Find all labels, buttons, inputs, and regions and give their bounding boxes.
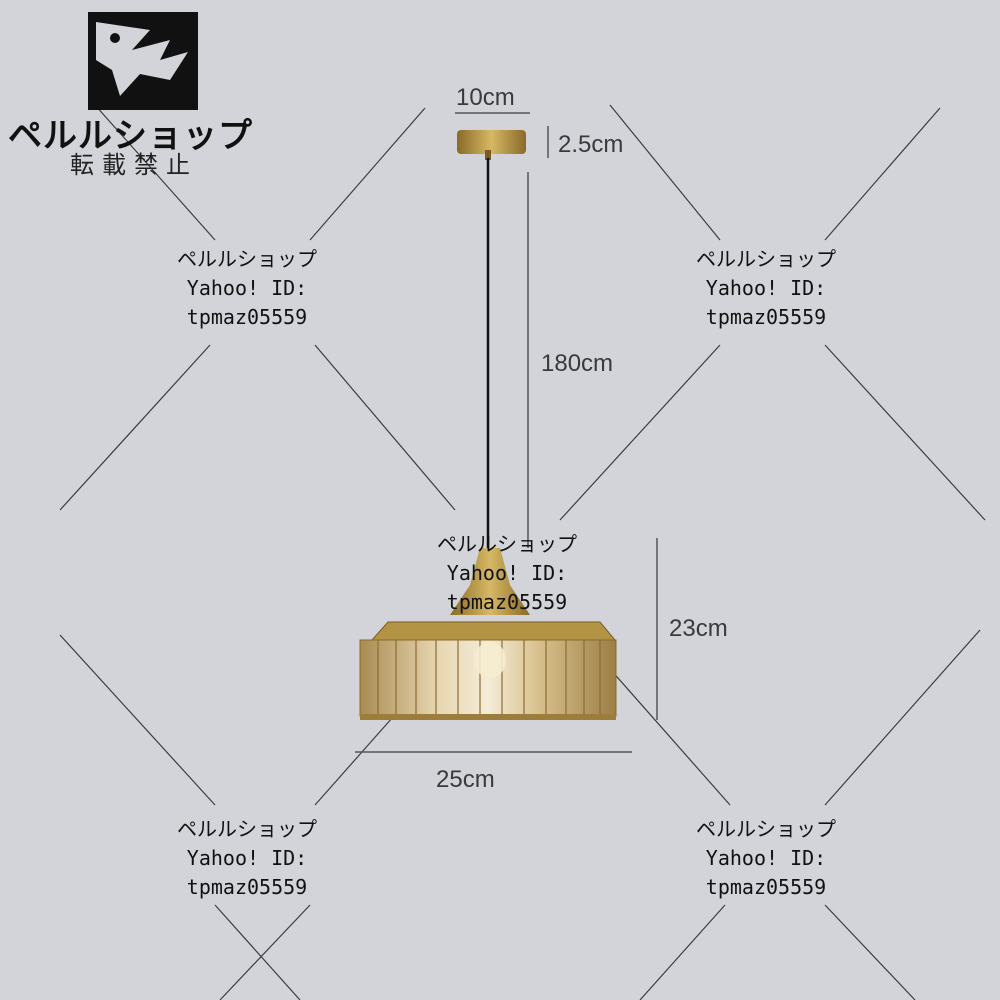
watermark-id-label: Yahoo! ID:	[705, 276, 827, 300]
brand-name: ペルルショップ	[8, 116, 253, 156]
watermark-id: tpmaz05559	[186, 875, 308, 899]
watermark-shop: ペルルショップ	[177, 247, 317, 271]
ceiling-canopy	[457, 130, 526, 154]
watermark-id: tpmaz05559	[705, 305, 827, 329]
shade-top-rim	[370, 621, 617, 641]
dim-shade-width: 25cm	[436, 766, 495, 793]
dim-cord-length: 180cm	[541, 350, 614, 377]
watermark-top-left: ペルルショップ Yahoo! ID: tpmaz05559	[137, 245, 357, 332]
watermark-id: tpmaz05559	[186, 305, 308, 329]
watermark-shop: ペルルショップ	[696, 817, 836, 841]
brand-logo	[88, 12, 198, 110]
lamp-neck	[450, 548, 530, 615]
watermark-bottom-left: ペルルショップ Yahoo! ID: tpmaz05559	[137, 815, 357, 902]
copy-prohibited-notice: 転載禁止	[70, 151, 198, 179]
watermark-id-label: Yahoo! ID:	[186, 276, 308, 300]
dim-shade-height: 23cm	[669, 615, 728, 642]
watermark-shop: ペルルショップ	[177, 817, 317, 841]
watermark-id: tpmaz05559	[446, 590, 568, 614]
cord-grip	[485, 150, 491, 160]
watermark-id-label: Yahoo! ID:	[705, 846, 827, 870]
watermark-id-label: Yahoo! ID:	[186, 846, 308, 870]
watermark-shop: ペルルショップ	[437, 532, 577, 556]
dim-canopy-height: 2.5cm	[558, 131, 624, 158]
dim-canopy-width: 10cm	[456, 84, 515, 111]
watermark-center: ペルルショップ Yahoo! ID: tpmaz05559	[397, 530, 617, 617]
watermark-shop: ペルルショップ	[696, 247, 836, 271]
watermark-id-label: Yahoo! ID:	[446, 561, 568, 585]
watermark-top-right: ペルルショップ Yahoo! ID: tpmaz05559	[656, 245, 876, 332]
shade-bottom-rim	[360, 714, 616, 720]
light-bulb	[474, 642, 506, 678]
watermark-bottom-right: ペルルショップ Yahoo! ID: tpmaz05559	[656, 815, 876, 902]
watermark-id: tpmaz05559	[705, 875, 827, 899]
